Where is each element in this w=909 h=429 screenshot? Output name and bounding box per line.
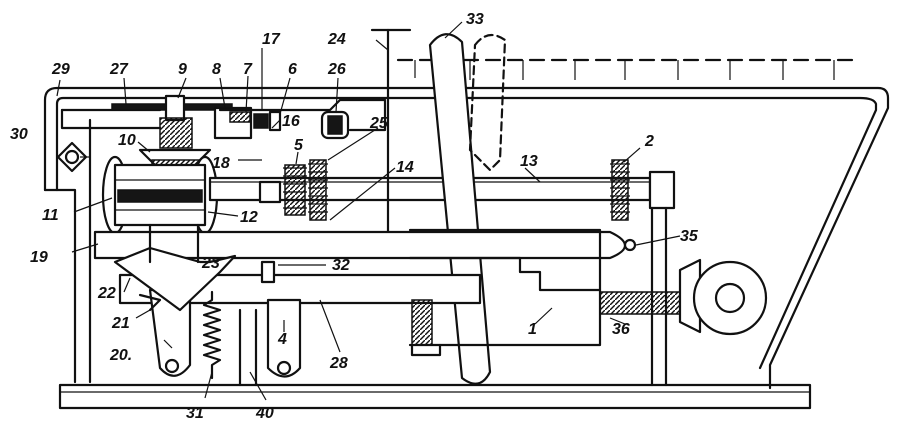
- label-17: 17: [262, 31, 281, 48]
- label-30: 30: [10, 126, 28, 143]
- label-11: 11: [42, 207, 59, 224]
- label-7: 7: [243, 61, 253, 78]
- label-36: 36: [612, 321, 630, 338]
- gear-26: [320, 110, 350, 140]
- label-6: 6: [288, 61, 297, 78]
- label-20: 20.: [109, 347, 132, 364]
- label-22: 22: [97, 285, 116, 302]
- label-40: 40: [255, 405, 274, 422]
- dashed-index-line: [396, 58, 862, 80]
- label-29: 29: [51, 61, 70, 78]
- label-8: 8: [212, 61, 221, 78]
- label-24: 24: [327, 31, 346, 48]
- gear-25: [308, 159, 328, 221]
- label-23: 23: [201, 255, 220, 272]
- frame-post: [650, 206, 668, 387]
- spring-31: [202, 290, 222, 380]
- label-12: 12: [240, 209, 258, 226]
- post-40: [238, 308, 258, 387]
- label-4: 4: [277, 331, 287, 348]
- label-31: 31: [186, 405, 204, 422]
- part-labels: 29 27 9 8 7 17 6 26 24 33 30 10 16 5 25 …: [10, 11, 699, 422]
- housing-frame: [43, 86, 890, 410]
- lever-4: [266, 298, 302, 378]
- label-33: 33: [466, 11, 484, 28]
- label-16: 16: [282, 113, 300, 130]
- label-18: 18: [212, 155, 230, 172]
- slide-bar-19: [93, 230, 637, 260]
- label-21: 21: [111, 315, 130, 332]
- label-5: 5: [294, 137, 304, 154]
- knob-30: [56, 141, 88, 173]
- label-9: 9: [178, 61, 187, 78]
- block-1: [408, 228, 602, 357]
- pawl-22-23: [113, 223, 237, 312]
- label-19: 19: [30, 249, 48, 266]
- label-10: 10: [118, 132, 136, 149]
- label-26: 26: [327, 61, 346, 78]
- label-25: 25: [369, 115, 389, 132]
- label-2: 2: [644, 133, 654, 150]
- label-13: 13: [520, 153, 538, 170]
- label-1: 1: [528, 321, 537, 338]
- rod-24: [370, 28, 412, 234]
- label-32: 32: [332, 257, 350, 274]
- label-27: 27: [109, 61, 129, 78]
- label-35: 35: [680, 228, 699, 245]
- leader-lines: [56, 21, 681, 401]
- shaft-36: [599, 258, 768, 336]
- roller-11: [101, 155, 219, 235]
- lever-20: [148, 288, 192, 377]
- gear-5: [283, 164, 307, 216]
- lever-33: [428, 33, 507, 385]
- label-14: 14: [396, 159, 414, 176]
- gear-2: [610, 159, 630, 221]
- label-28: 28: [329, 355, 348, 372]
